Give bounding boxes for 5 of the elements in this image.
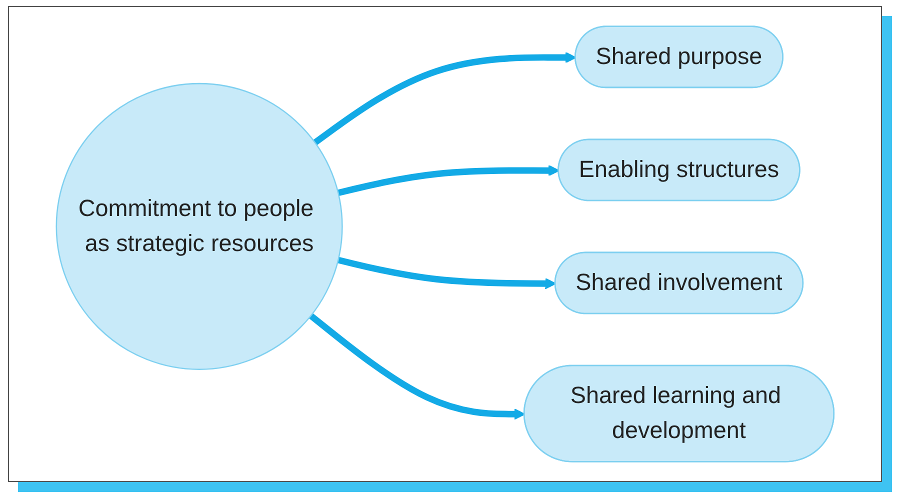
- arrow: [312, 52, 576, 146]
- node-circle: Commitment to people as strategic resources: [56, 82, 343, 370]
- arrow: [308, 313, 526, 420]
- arrow: [337, 256, 556, 290]
- arrow: [337, 164, 560, 196]
